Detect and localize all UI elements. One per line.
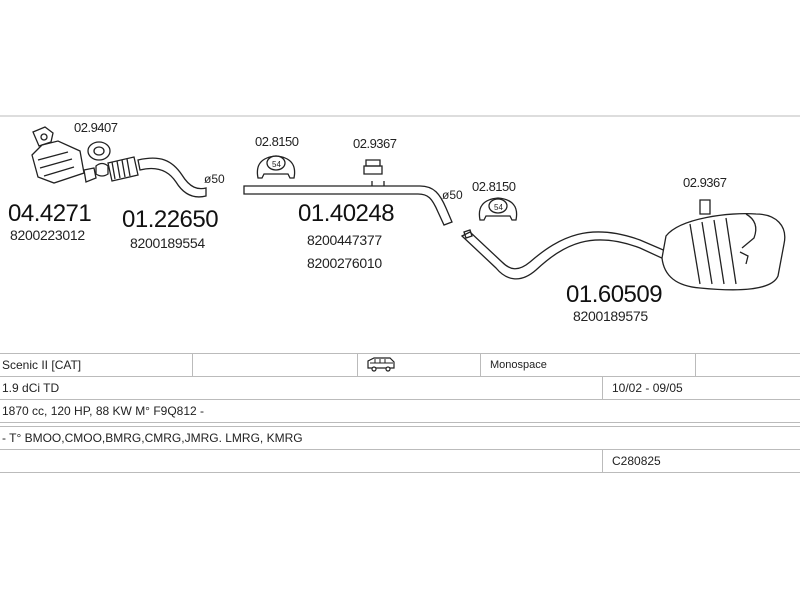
info-row-model: Scenic II [CAT] Monospace [0,353,800,377]
production-years: 10/02 - 09/05 [612,381,683,395]
clamp-b-size: 54 [272,160,281,169]
info-row-ref: C280825 [0,450,800,473]
middle-pipe-diameter: ø50 [442,188,463,202]
clamp-c-icon [478,197,518,221]
info-row-specs: 1870 cc, 120 HP, 88 KW M° F9Q812 - [0,400,800,423]
body-type: Monospace [490,359,547,371]
clamp-b-number: 02.8150 [255,134,299,149]
engine: 1.9 dCi TD [2,381,60,395]
middle-pipe-icon [243,181,453,226]
middle-pipe-oe2: 8200276010 [307,255,382,271]
catalyst-number: 04.4271 [8,200,91,227]
rear-silencer-number: 01.60509 [566,281,662,308]
front-pipe-oe: 8200189554 [130,235,205,251]
rubber-hanger-icon [363,159,383,175]
hanger-a-number: 02.9367 [353,136,397,151]
clamp-small-icon [95,162,109,177]
middle-pipe-oe1: 8200447377 [307,232,382,248]
info-row-engine: 1.9 dCi TD 10/02 - 09/05 [0,377,800,400]
model-name: Scenic II [CAT] [2,358,82,372]
info-row-codes: - T° BMOO,CMOO,BMRG,CMRG,JMRG. LMRG, KMR… [0,427,800,450]
catalyst-oe: 8200223012 [10,227,85,243]
front-pipe-diameter: ø50 [204,172,225,186]
engine-specs: 1870 cc, 120 HP, 88 KW M° F9Q812 - [2,404,205,418]
clamp-b-icon [256,155,296,179]
reference-code: C280825 [612,454,661,468]
vehicle-info-table: Scenic II [CAT] Monospace 1.9 dCi TD 10/… [0,353,800,473]
clamp-c-number: 02.8150 [472,179,516,194]
clamp-c-size: 54 [494,203,503,212]
hanger-b-number: 02.9367 [683,175,727,190]
van-icon [366,356,396,378]
clamp-a-number: 02.9407 [74,120,118,135]
exhaust-system-diagram: 02.9407 ø50 02.8150 54 02.9367 ø50 02.81… [0,115,800,324]
front-pipe-number: 01.22650 [122,206,218,233]
catalyst-icon [31,126,97,184]
vehicle-codes: - T° BMOO,CMOO,BMRG,CMRG,JMRG. LMRG, KMR… [2,431,303,445]
middle-pipe-number: 01.40248 [298,200,394,227]
rear-silencer-oe: 8200189575 [573,308,648,324]
front-pipe-icon [107,156,207,198]
rear-silencer-icon [460,199,786,291]
flange-gasket-icon [87,141,111,161]
